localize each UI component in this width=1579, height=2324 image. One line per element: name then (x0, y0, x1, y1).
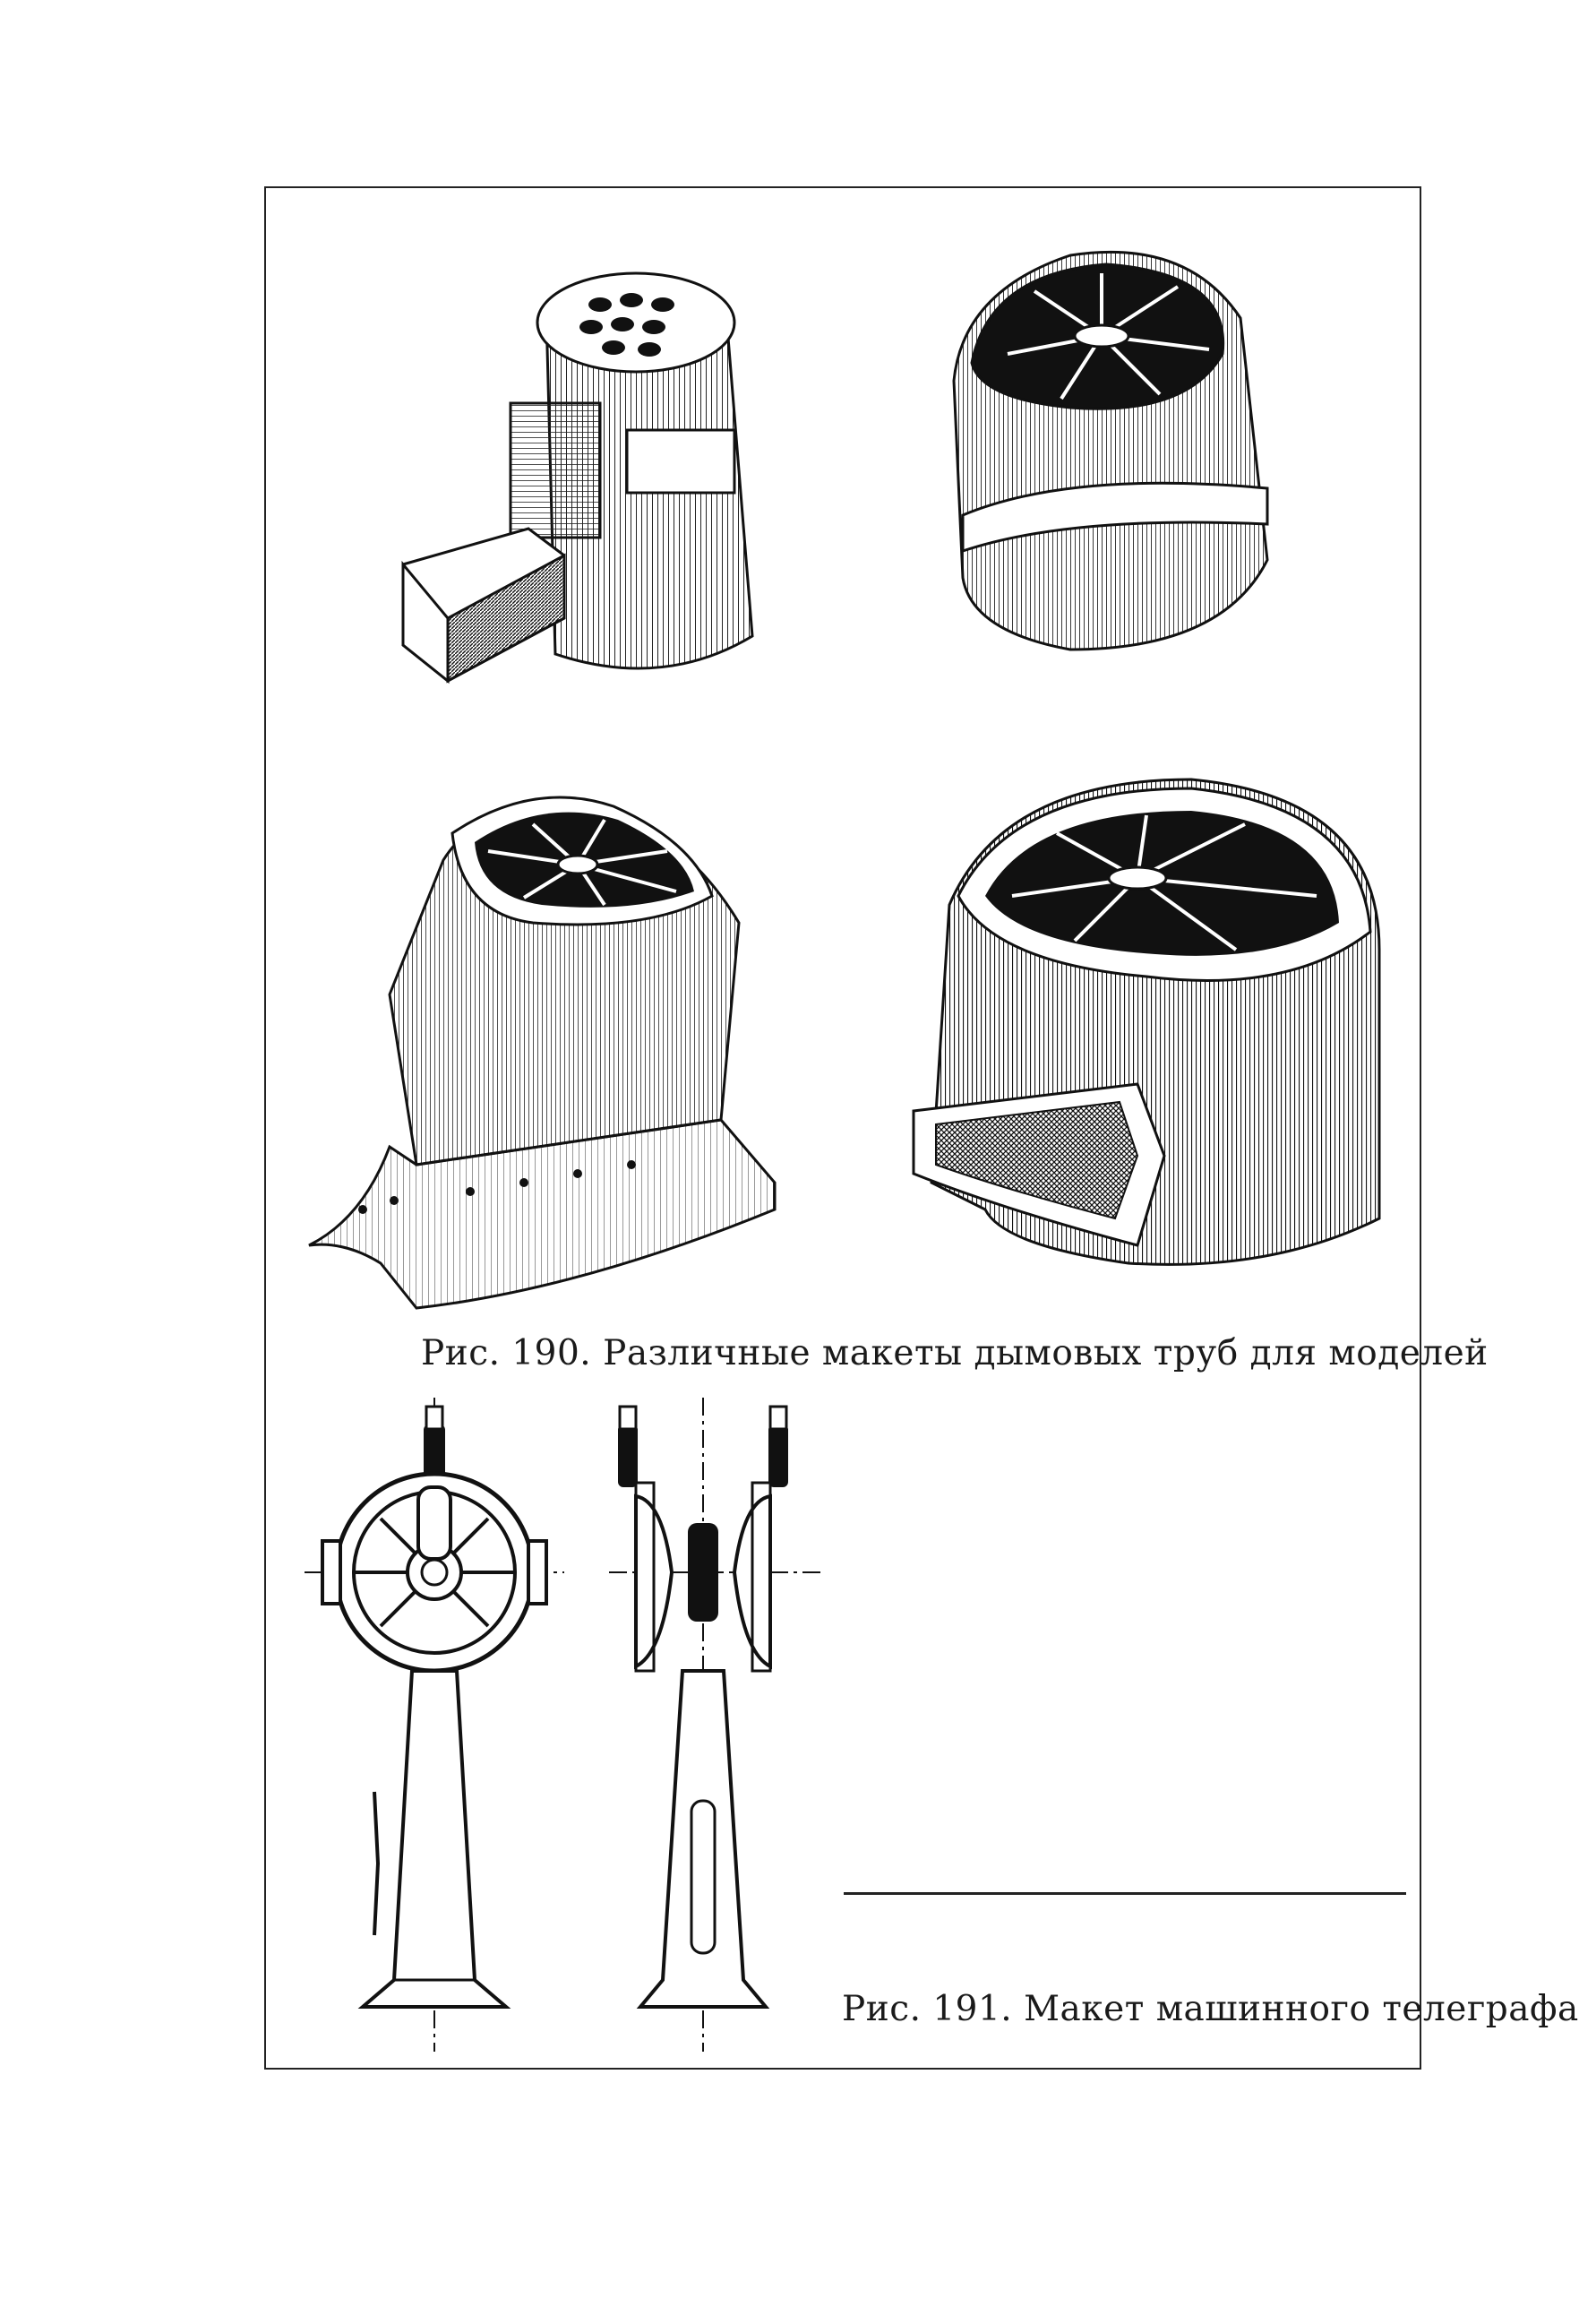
funnel-illustration-3 (308, 788, 784, 1310)
telegraph-side-view (609, 1398, 824, 2052)
document-page: Рис. 190. Различные макеты дымовых труб … (264, 186, 1579, 2070)
telegraph-front-view (305, 1398, 564, 2052)
figure-frame (264, 186, 1421, 2070)
caption-rule (844, 1892, 1406, 1895)
funnel-illustration-2 (936, 237, 1294, 658)
figure-190-caption: Рис. 190. Различные макеты дымовых труб … (421, 1333, 1489, 1373)
figure-191-caption: Рис. 191. Макет машинного телеграфа (842, 1989, 1579, 2029)
funnel-illustration-4 (896, 762, 1397, 1281)
funnel-illustration-1 (394, 260, 815, 708)
